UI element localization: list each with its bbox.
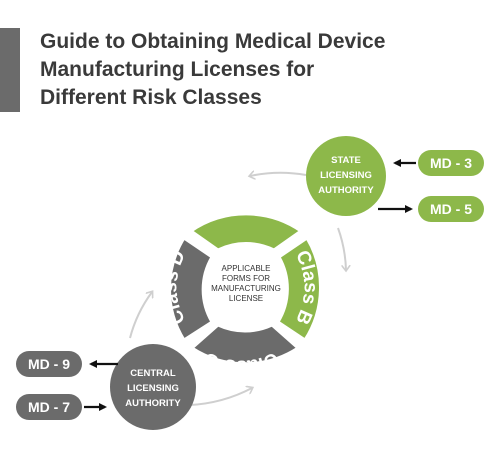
central-authority-line-1: CENTRAL bbox=[130, 368, 176, 379]
class-ring: Class A Class B Class C Class D bbox=[161, 192, 322, 377]
central-authority-circle bbox=[110, 344, 196, 430]
flow-arrow-top bbox=[250, 173, 307, 176]
md7-label: MD - 7 bbox=[28, 399, 70, 415]
md5-label: MD - 5 bbox=[430, 201, 472, 217]
central-authority-line-3: AUTHORITY bbox=[125, 398, 181, 409]
central-authority-line-2: LICENSING bbox=[127, 383, 179, 394]
md3-pill bbox=[418, 150, 484, 176]
flow-arrow-bottom bbox=[189, 388, 252, 406]
center-label: APPLICABLE FORMS FOR MANUFACTURING LICEN… bbox=[211, 264, 281, 303]
flow-arrow-left bbox=[129, 292, 152, 339]
state-authority-line-2: LICENSING bbox=[320, 170, 372, 181]
md3-label: MD - 3 bbox=[430, 155, 472, 171]
md5-pill bbox=[418, 196, 484, 222]
center-line-3: MANUFACTURING bbox=[211, 284, 281, 293]
flow-arrow-right bbox=[337, 227, 346, 270]
segment-class-d bbox=[168, 235, 215, 343]
state-licensing-authority: STATE LICENSING AUTHORITY MD - 3 MD - 5 bbox=[306, 136, 484, 222]
title-line-2: Manufacturing Licenses for bbox=[40, 58, 315, 81]
center-line-4: LICENSE bbox=[229, 294, 263, 303]
segment-class-b bbox=[275, 235, 322, 343]
page-title: Guide to Obtaining Medical Device Manufa… bbox=[40, 28, 480, 112]
title-line-3: Different Risk Classes bbox=[40, 86, 262, 109]
title-line-1: Guide to Obtaining Medical Device bbox=[40, 30, 386, 53]
md7-pill bbox=[16, 394, 82, 420]
center-line-1: APPLICABLE bbox=[222, 264, 271, 273]
state-authority-circle bbox=[306, 136, 386, 216]
segment-class-c bbox=[189, 323, 301, 366]
title-accent-bar bbox=[0, 28, 20, 112]
state-authority-line-3: AUTHORITY bbox=[318, 185, 374, 196]
central-licensing-authority: CENTRAL LICENSING AUTHORITY MD - 9 MD - … bbox=[16, 344, 196, 430]
segment-class-a bbox=[188, 212, 304, 252]
md9-pill bbox=[16, 351, 82, 377]
flow-arrows bbox=[129, 173, 346, 406]
center-line-2: FORMS FOR bbox=[222, 274, 270, 283]
state-authority-line-1: STATE bbox=[331, 155, 361, 166]
md9-label: MD - 9 bbox=[28, 356, 70, 372]
